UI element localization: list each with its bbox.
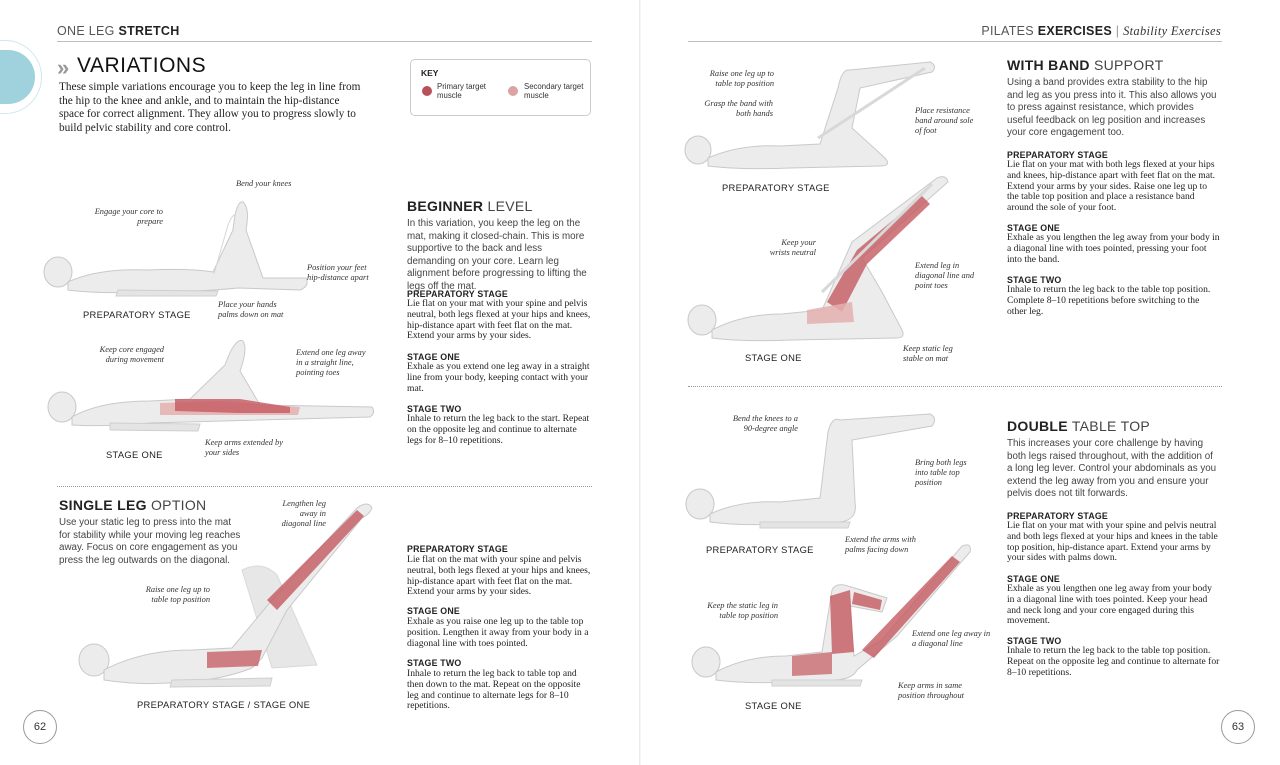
note-grasp-band: Grasp the band with both hands (704, 99, 773, 118)
note-wrists-neutral: Keep your wrists neutral (769, 238, 816, 257)
note-extend-one-leg: Extend one leg away in a diagonal line (912, 629, 991, 648)
note-arms-extended: Keep arms extended by your sides (205, 438, 283, 457)
caption-double-one: STAGE ONE (745, 700, 802, 711)
caption-band-one: STAGE ONE (745, 352, 802, 363)
figure-double-one (691, 544, 971, 687)
note-engage-core: Engage your core to prepare (94, 207, 163, 226)
note-lengthen-leg: Lengthen leg away in diagonal line (281, 499, 326, 528)
caption-single-leg: PREPARATORY STAGE / STAGE ONE (137, 699, 311, 710)
variations-intro: These simple variations encourage you to… (59, 81, 361, 134)
figure-single-leg (78, 503, 373, 688)
band-stage-one-head: STAGE ONE (1007, 223, 1060, 233)
figure-beginner-prep (43, 201, 308, 297)
figure-double-prep (685, 413, 936, 529)
variations-title: VARIATIONS (77, 54, 207, 77)
single-leg-title: SINGLE LEG OPTION (59, 497, 207, 513)
section-divider-left (57, 486, 592, 487)
figure-band-one (687, 176, 949, 342)
single-stage-one-head: STAGE ONE (407, 606, 460, 616)
key-primary-label: Primary target muscle (437, 82, 486, 100)
beginner-stage-prep-head: PREPARATORY STAGE (407, 289, 508, 299)
double-table-intro: This increases your core challenge by ha… (1007, 438, 1217, 500)
double-stage-prep-text: Lie flat on your mat with your spine and… (1007, 520, 1218, 564)
header-right: PILATES EXERCISES | Stability Exercises (981, 24, 1221, 38)
page-number-right: 63 (1221, 710, 1255, 744)
beginner-stage-prep-text: Lie flat on your mat with your spine and… (407, 298, 591, 342)
note-extend-leg: Extend one leg away in a straight line, … (296, 348, 366, 377)
note-extend-arms: Extend the arms with palms facing down (845, 535, 916, 554)
note-place-band: Place resistance band around sole of foo… (915, 106, 974, 135)
primary-swatch (422, 86, 432, 96)
note-place-hands: Place your hands palms down on mat (218, 300, 284, 319)
note-keep-core: Keep core engaged during movement (99, 345, 164, 364)
double-stage-one-text: Exhale as you lengthen one leg away from… (1007, 583, 1212, 627)
caption-beginner-prep: PREPARATORY STAGE (83, 309, 191, 320)
chapter-tab-ring (0, 40, 42, 114)
double-stage-prep-head: PREPARATORY STAGE (1007, 511, 1108, 521)
band-stage-two-text: Inhale to return the leg back to the tab… (1007, 284, 1211, 317)
key-secondary-label: Secondary target muscle (524, 82, 584, 100)
beginner-stage-two-text: Inhale to return the leg back to the sta… (407, 413, 590, 446)
header-rule-right (688, 41, 1222, 42)
double-stage-one-head: STAGE ONE (1007, 574, 1060, 584)
page-gutter (639, 0, 641, 765)
note-static-table: Keep the static leg in table top positio… (707, 601, 778, 620)
single-stage-one-text: Exhale as you raise one leg up to the ta… (407, 616, 589, 649)
with-band-title: WITH BAND SUPPORT (1007, 57, 1164, 73)
note-both-legs: Bring both legs into table top position (915, 458, 967, 487)
band-stage-prep-head: PREPARATORY STAGE (1007, 150, 1108, 160)
secondary-swatch (508, 86, 518, 96)
single-stage-prep-text: Lie flat on the mat with your spine and … (407, 554, 591, 598)
beginner-title: BEGINNER LEVEL (407, 198, 533, 214)
variations-chevron-icon: » (57, 55, 69, 80)
figure-band-prep (684, 61, 936, 170)
beginner-stage-two-head: STAGE TWO (407, 404, 462, 414)
single-stage-prep-head: PREPARATORY STAGE (407, 544, 508, 554)
note-extend-diagonal: Extend leg in diagonal line and point to… (915, 261, 975, 290)
single-stage-two-text: Inhale to return the leg back to table t… (407, 668, 581, 712)
caption-band-prep: PREPARATORY STAGE (722, 182, 830, 193)
double-table-title: DOUBLE TABLE TOP (1007, 418, 1151, 434)
caption-beginner-one: STAGE ONE (106, 449, 163, 460)
double-stage-two-head: STAGE TWO (1007, 636, 1062, 646)
band-stage-prep-text: Lie flat on your mat with both legs flex… (1007, 159, 1216, 214)
band-stage-one-text: Exhale as you lengthen the leg away from… (1007, 232, 1220, 265)
beginner-intro: In this variation, you keep the leg on t… (407, 218, 587, 292)
note-raise-leg-band: Raise one leg up to table top position (709, 69, 774, 88)
note-raise-leg: Raise one leg up to table top position (145, 585, 210, 604)
header-rule-left (57, 41, 592, 42)
page-number-left: 62 (23, 710, 57, 744)
note-position-feet: Position your feet hip-distance apart (307, 263, 369, 282)
note-bend-90: Bend the knees to a 90-degree angle (732, 414, 798, 433)
double-stage-two-text: Inhale to return the leg back to the tab… (1007, 645, 1220, 678)
note-static-leg: Keep static leg stable on mat (903, 344, 953, 363)
note-arms-same: Keep arms in same position throughout (898, 681, 964, 700)
single-leg-intro: Use your static leg to press into the ma… (59, 517, 241, 566)
beginner-stage-one-text: Exhale as you extend one leg away in a s… (407, 361, 590, 394)
figure-beginner-one (47, 340, 375, 432)
beginner-stage-one-head: STAGE ONE (407, 352, 460, 362)
section-divider-right (688, 386, 1222, 387)
band-stage-two-head: STAGE TWO (1007, 275, 1062, 285)
note-bend-knees: Bend your knees (236, 179, 292, 188)
with-band-intro: Using a band provides extra stability to… (1007, 77, 1217, 139)
key-box: KEY Primary target muscle Secondary targ… (410, 59, 591, 116)
single-stage-two-head: STAGE TWO (407, 658, 462, 668)
key-title: KEY (421, 68, 439, 78)
header-left: ONE LEG STRETCH (57, 24, 180, 38)
caption-double-prep: PREPARATORY STAGE (706, 544, 814, 555)
